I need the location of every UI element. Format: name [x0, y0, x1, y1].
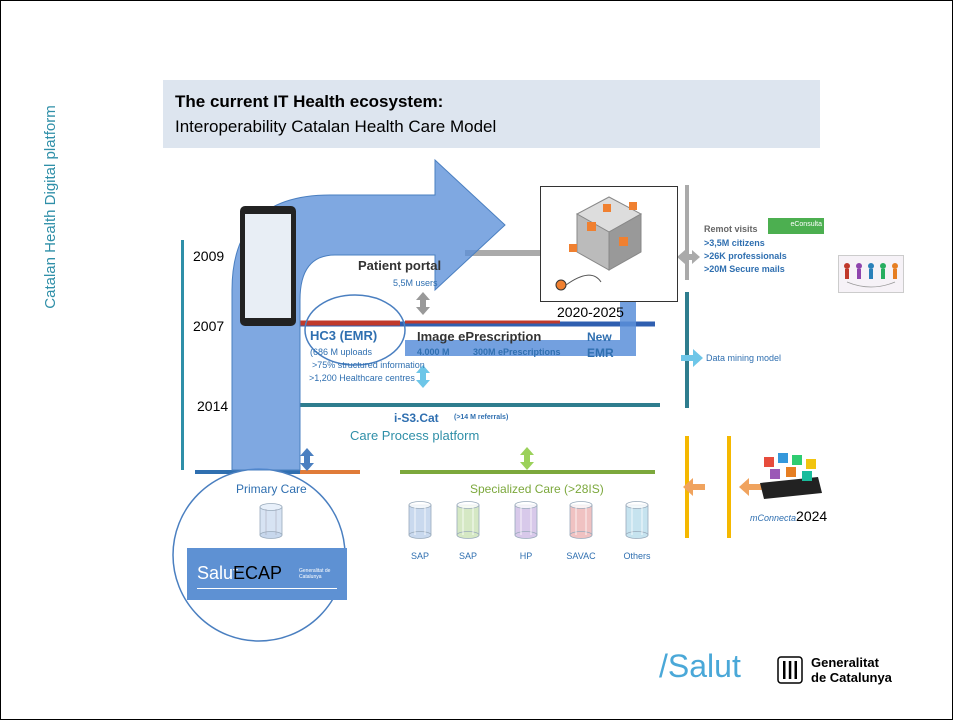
database-icon — [259, 503, 283, 539]
database-item: Others — [619, 501, 655, 561]
eprescription-images: 4.000 M — [417, 347, 450, 357]
hc3-uploads: (686 M uploads — [310, 347, 373, 357]
data-mining-label: Data mining model — [706, 353, 782, 363]
mconnecta-image — [752, 449, 824, 501]
big-curved-arrow — [231, 158, 506, 471]
year-2014: 2014 — [197, 398, 229, 414]
database-label: SAP — [458, 551, 477, 561]
hc3-down-arrow — [416, 365, 430, 388]
is3-referrals: (>14 M referrals) — [454, 414, 509, 421]
remote-professionals: >26K professionals — [704, 251, 787, 261]
salut-ecap-ecap: ECAP — [233, 563, 283, 583]
generalitat-line1: Generalitat — [811, 655, 879, 670]
year-2009: 2009 — [193, 248, 225, 264]
mconnecta-name: mConnecta — [750, 513, 797, 523]
database-icon — [625, 501, 649, 539]
specialized-care-label: Specialized Care (>28IS) — [470, 482, 604, 496]
cube-image — [540, 186, 678, 302]
database-icon — [514, 501, 538, 539]
care-process-label: Care Process platform — [350, 428, 480, 443]
hc3-ellipse — [304, 294, 406, 366]
title-box: The current IT Health ecosystem: Interop… — [163, 80, 820, 148]
slide-title: The current IT Health ecosystem: — [175, 92, 444, 111]
database-item: HP — [508, 501, 544, 561]
mconnecta-label: mConnecta2024 — [750, 508, 827, 526]
hc3-structured: >75% structured information — [312, 360, 425, 370]
salut-ecap-salut: Salut — [197, 563, 239, 583]
primary-care-up-arrow — [300, 448, 314, 471]
specialized-care-arrow — [520, 447, 534, 470]
cube-year-label: 2020-2025 — [557, 304, 624, 320]
eprescription-label: Image ePrescription — [417, 329, 542, 344]
mconnecta-apps-graphic — [760, 453, 822, 499]
generalitat-line2: de Catalunya — [811, 670, 892, 685]
people-graphic — [844, 263, 898, 288]
database-icon — [569, 501, 593, 539]
database-label: SAP — [410, 551, 429, 561]
econsulta-logo: eConsulta — [768, 218, 824, 234]
data-mining-arrow — [681, 349, 703, 367]
mconnecta-arrow-1 — [683, 478, 705, 496]
patient-portal-label: Patient portal — [358, 258, 442, 273]
people-network-image — [838, 255, 904, 293]
cube-double-arrow — [677, 250, 700, 264]
cube-graphic — [555, 196, 643, 291]
salut-ecap-underline — [197, 588, 337, 589]
mconnecta-arrow-2 — [739, 478, 765, 496]
mconnecta-year: 2024 — [796, 508, 828, 524]
generalitat-logo: Generalitat de Catalunya — [777, 654, 907, 694]
portal-double-arrow — [416, 292, 430, 315]
remote-visits-title: Remot visits — [704, 224, 758, 234]
database-item: SAP — [450, 501, 486, 561]
database-label: Others — [623, 551, 651, 561]
primary-care-db-icon — [258, 503, 284, 544]
remote-mails: >20M Secure mails — [704, 264, 785, 274]
generalitat-emblem-icon — [777, 656, 803, 684]
hc3-label: HC3 (EMR) — [310, 328, 378, 343]
tablet-image — [240, 206, 296, 326]
new-emr-label-2: EMR — [587, 346, 614, 360]
slide-subtitle: Interoperability Catalan Health Care Mod… — [175, 117, 497, 136]
year-2007: 2007 — [193, 318, 225, 334]
database-icon — [456, 501, 480, 539]
hc3-centres: >1,200 Healthcare centres — [309, 373, 415, 383]
new-emr-label-1: New — [587, 330, 612, 344]
remote-citizens: >3,5M citizens — [704, 238, 765, 248]
is3-label: i-S3.Cat — [394, 411, 439, 425]
database-icon — [408, 501, 432, 539]
primary-care-label: Primary Care — [236, 482, 307, 496]
database-item: SAVAC — [563, 501, 599, 561]
platform-vertical-line — [181, 240, 184, 470]
salut-footer-logo: /Salut — [659, 648, 741, 684]
eprescription-count: 300M ePrescriptions — [473, 347, 561, 357]
database-label: SAVAC — [566, 551, 596, 561]
database-item: SAP — [402, 501, 438, 561]
salut-ecap-generalitat: Generalitat de Catalunya — [299, 568, 331, 580]
database-label: HP — [519, 551, 533, 561]
econsulta-logo-text: eConsulta — [790, 221, 822, 228]
patient-portal-users: 5,5M users — [393, 278, 438, 288]
